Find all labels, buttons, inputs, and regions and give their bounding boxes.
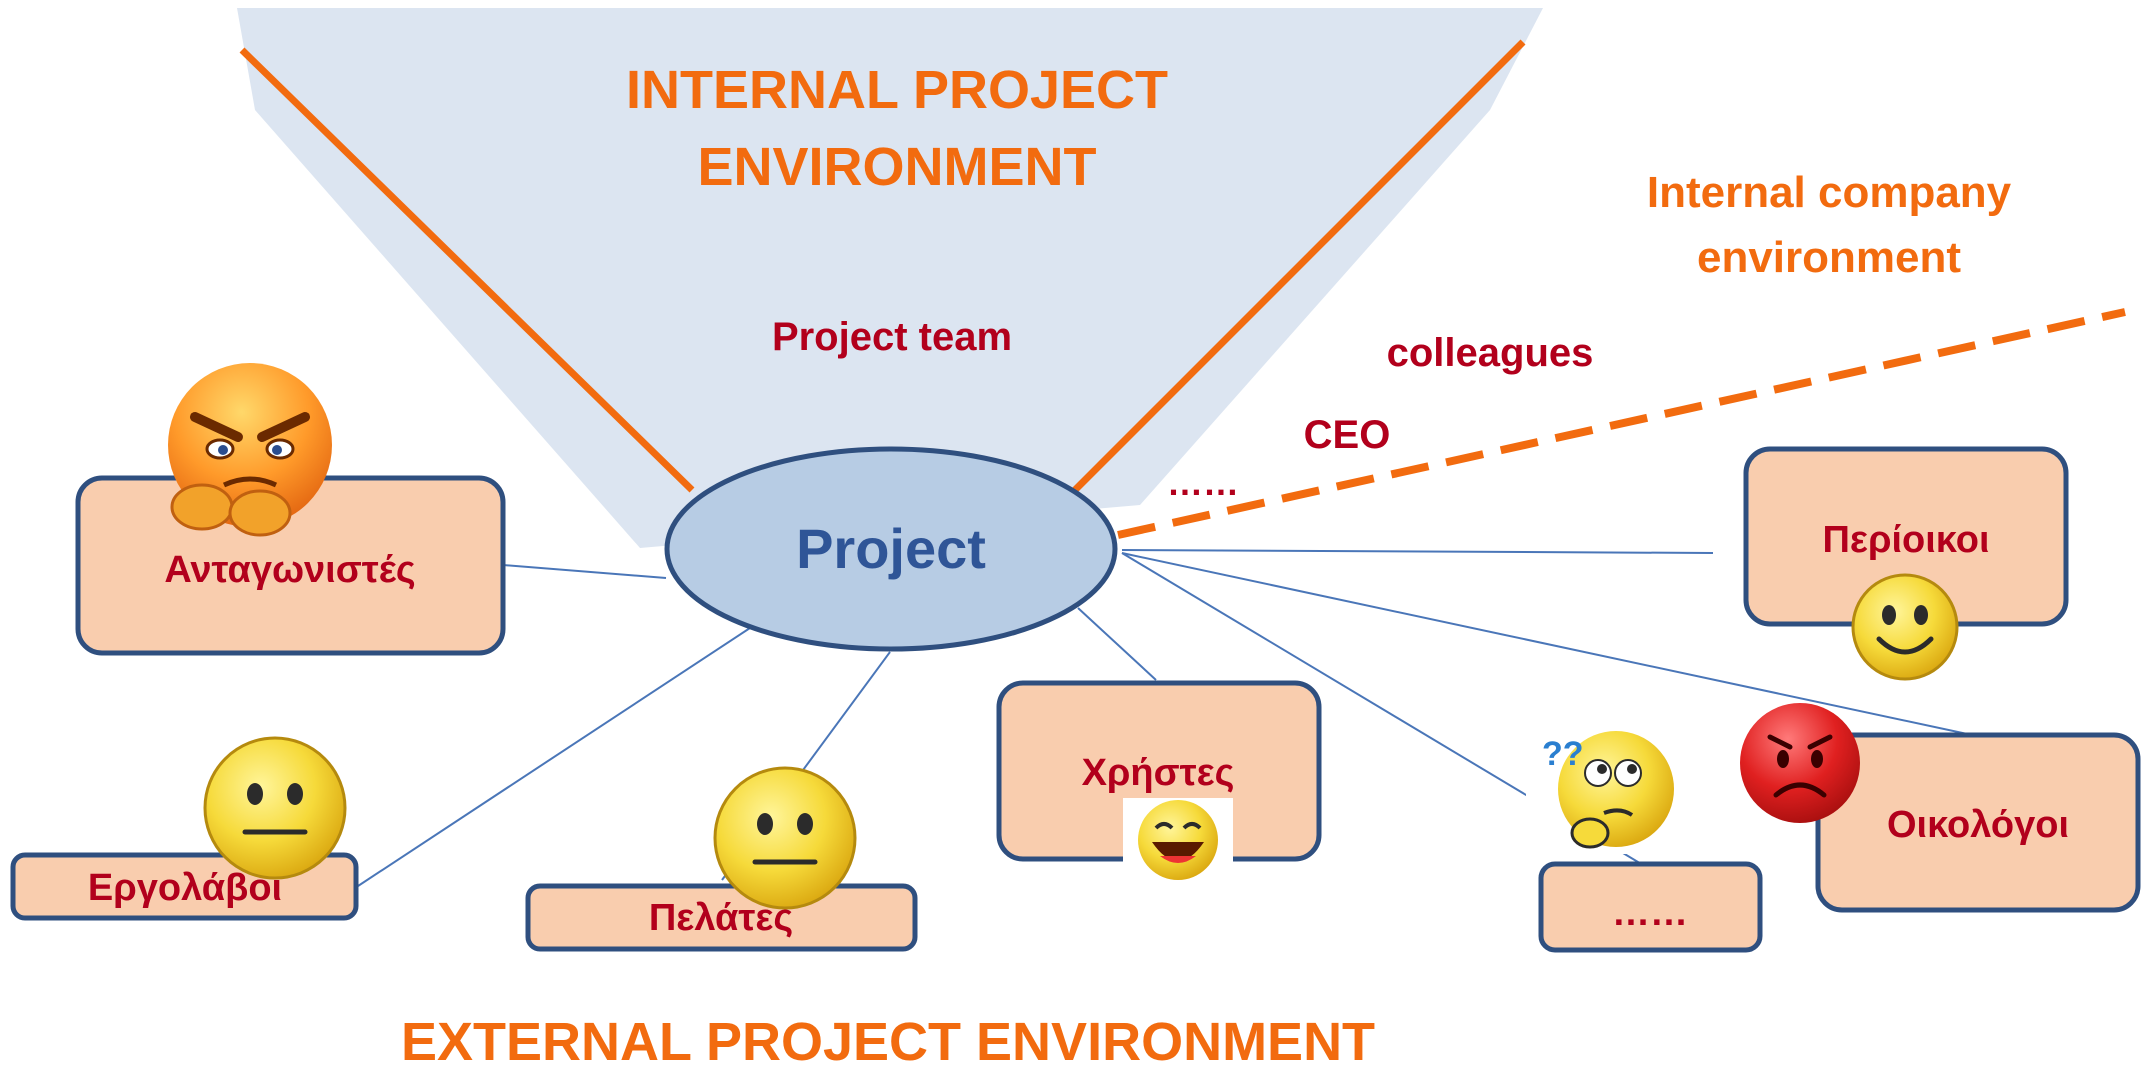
- neutral-face-icon: [203, 736, 347, 880]
- users-label: Χρήστες: [1082, 752, 1235, 794]
- project-team-label: Project team: [772, 315, 1012, 359]
- connector-neighbors: [1121, 549, 1714, 554]
- internal-boundary-line-left: [239, 47, 695, 493]
- project-ellipse[interactable]: [664, 446, 1118, 652]
- internal-project-title-line2: ENVIRONMENT: [697, 137, 1096, 197]
- svg-text:??: ??: [1542, 735, 1584, 773]
- internal-company-title-line1: Internal company: [1647, 168, 2012, 217]
- company-boundary-dashed-line: [1117, 308, 2126, 539]
- others-label: ……: [1612, 892, 1688, 934]
- angry-face-icon: [168, 363, 332, 537]
- neighbors-label: Περίοικοι: [1822, 519, 1989, 561]
- stakeholder-ecologists[interactable]: Οικολόγοι: [1815, 732, 2141, 913]
- external-project-title: EXTERNAL PROJECT ENVIRONMENT: [401, 1012, 1375, 1068]
- ecologists-label: Οικολόγοι: [1887, 804, 2069, 846]
- connector-contractors: [354, 627, 751, 889]
- internal-boundary-line-right: [1072, 39, 1526, 493]
- competitors-label: Ανταγωνιστές: [164, 549, 415, 591]
- stakeholder-users[interactable]: Χρήστες: [996, 680, 1322, 862]
- colleagues-label: colleagues: [1387, 331, 1594, 375]
- ceo-label: CEO: [1304, 413, 1391, 457]
- ecologists-box: [1815, 732, 2141, 913]
- internal-more-label: ……: [1167, 462, 1239, 503]
- project-label: Project: [796, 517, 986, 580]
- thinking-face-icon: ??: [1526, 719, 1676, 854]
- internal-environment-funnel: [237, 8, 1543, 548]
- connector-ecologists: [1121, 552, 1973, 736]
- internal-project-title-line1: INTERNAL PROJECT: [626, 60, 1168, 120]
- stakeholder-customers[interactable]: Πελάτες: [525, 883, 918, 952]
- smiling-face-icon: [1851, 573, 1959, 681]
- connector-lines: [354, 549, 1973, 889]
- stakeholder-others[interactable]: ……: [1538, 861, 1763, 953]
- connector-users: [1077, 607, 1157, 681]
- sad-face-icon: [1740, 703, 1860, 823]
- connector-competitors: [502, 564, 667, 579]
- customers-box: [525, 883, 918, 952]
- laughing-face-icon: [1123, 798, 1233, 882]
- others-box: [1538, 861, 1763, 953]
- neutral-face-icon: [713, 766, 857, 910]
- internal-company-title-line2: environment: [1697, 233, 1961, 282]
